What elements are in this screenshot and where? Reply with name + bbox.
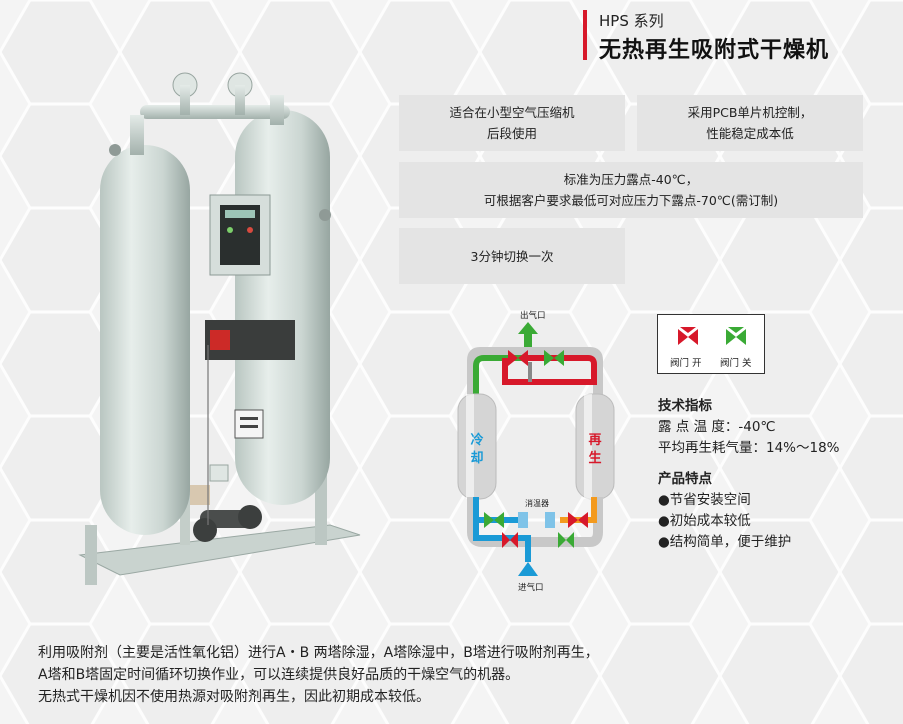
description-line: 利用吸附剂（主要是活性氧化铝）进行A・B 两塔除湿，A塔除湿中，B塔进行吸附剂再…	[38, 645, 599, 661]
valve-closed-icon	[566, 532, 574, 548]
feature-box-dew-point: 标准为压力露点-40℃， 可根据客户要求最低可对应压力下露点-70℃(需订制)	[399, 162, 863, 218]
valve-open-icon	[502, 532, 510, 548]
feature-text: 3分钟切换一次	[470, 248, 554, 264]
feature-text: 后段使用	[486, 126, 537, 141]
tower-b-char: 再	[588, 433, 601, 448]
valve-open-icon	[678, 327, 698, 345]
outlet-arrow-icon	[518, 322, 538, 334]
legend-open-label: 阀门 开	[670, 358, 702, 369]
tower-a-char: 冷	[470, 432, 483, 448]
feature-point: ●结构简单，便于维护	[658, 534, 792, 550]
inlet-label: 进气口	[518, 582, 544, 593]
feature-point: ●节省安装空间	[658, 492, 751, 508]
tower-b-label: 再生	[588, 433, 601, 466]
description-line: 无热式干燥机因不使用热源对吸附剂再生，因此初期成本较低。	[38, 689, 430, 705]
valve-open-icon	[518, 350, 528, 366]
valve-legend: 阀门 开 阀门 关	[657, 314, 765, 374]
valve-closed-icon	[554, 350, 564, 366]
valve-closed-icon	[726, 327, 746, 345]
feature-point: ●初始成本较低	[658, 513, 751, 529]
tower-b-char: 生	[588, 450, 601, 466]
feature-text: 可根据客户要求最低可对应压力下露点-70℃(需订制)	[483, 193, 779, 208]
product-features-heading: 产品特点	[658, 471, 712, 487]
feature-text: 适合在小型空气压缩机	[449, 105, 575, 120]
tower-a-label: 冷却	[470, 432, 483, 466]
series-label: HPS 系列	[599, 12, 664, 30]
valve-open-icon	[568, 512, 578, 528]
title-accent-bar	[583, 10, 587, 60]
feature-box-compressor: 适合在小型空气压缩机 后段使用	[399, 95, 625, 151]
valve-closed-icon	[558, 532, 566, 548]
tower-a-char: 却	[470, 450, 483, 466]
specs-panel: 技术指标 露 点 温 度：-40℃ 平均再生耗气量：14%～18% 产品特点 ●…	[658, 396, 898, 553]
valve-open-icon	[508, 350, 518, 366]
flow-diagram: 出气口 冷却 再生 消温器 进气口	[457, 310, 615, 593]
feature-text: 性能稳定成本低	[706, 126, 794, 141]
inlet-arrow-icon	[518, 562, 538, 576]
valve-open-icon	[578, 512, 588, 528]
dryer-product-image	[78, 72, 361, 585]
legend-icons	[678, 327, 746, 345]
consumption-spec: 平均再生耗气量：14%～18%	[658, 440, 840, 456]
feature-box-pcb: 采用PCB单片机控制， 性能稳定成本低	[637, 95, 863, 151]
silencer-label: 消温器	[525, 498, 549, 508]
feature-box-switch: 3分钟切换一次	[399, 228, 625, 284]
tech-specs-heading: 技术指标	[658, 398, 712, 414]
description-line: A塔和B塔固定时间循环切换作业，可以连续提供良好品质的干燥空气的机器。	[38, 667, 520, 683]
valve-open-icon	[510, 532, 518, 548]
description-paragraph: 利用吸附剂（主要是活性氧化铝）进行A・B 两塔除湿，A塔除湿中，B塔进行吸附剂再…	[38, 642, 888, 708]
valve-closed-icon	[484, 512, 494, 528]
feature-text: 采用PCB单片机控制，	[687, 105, 813, 120]
feature-text: 标准为压力露点-40℃，	[563, 172, 699, 187]
legend-closed-label: 阀门 关	[720, 358, 752, 369]
page-title: 无热再生吸附式干燥机	[599, 38, 830, 63]
dew-point-spec: 露 点 温 度：-40℃	[658, 419, 776, 435]
outlet-label: 出气口	[520, 310, 546, 321]
valve-closed-icon	[494, 512, 504, 528]
valve-closed-icon	[544, 350, 554, 366]
